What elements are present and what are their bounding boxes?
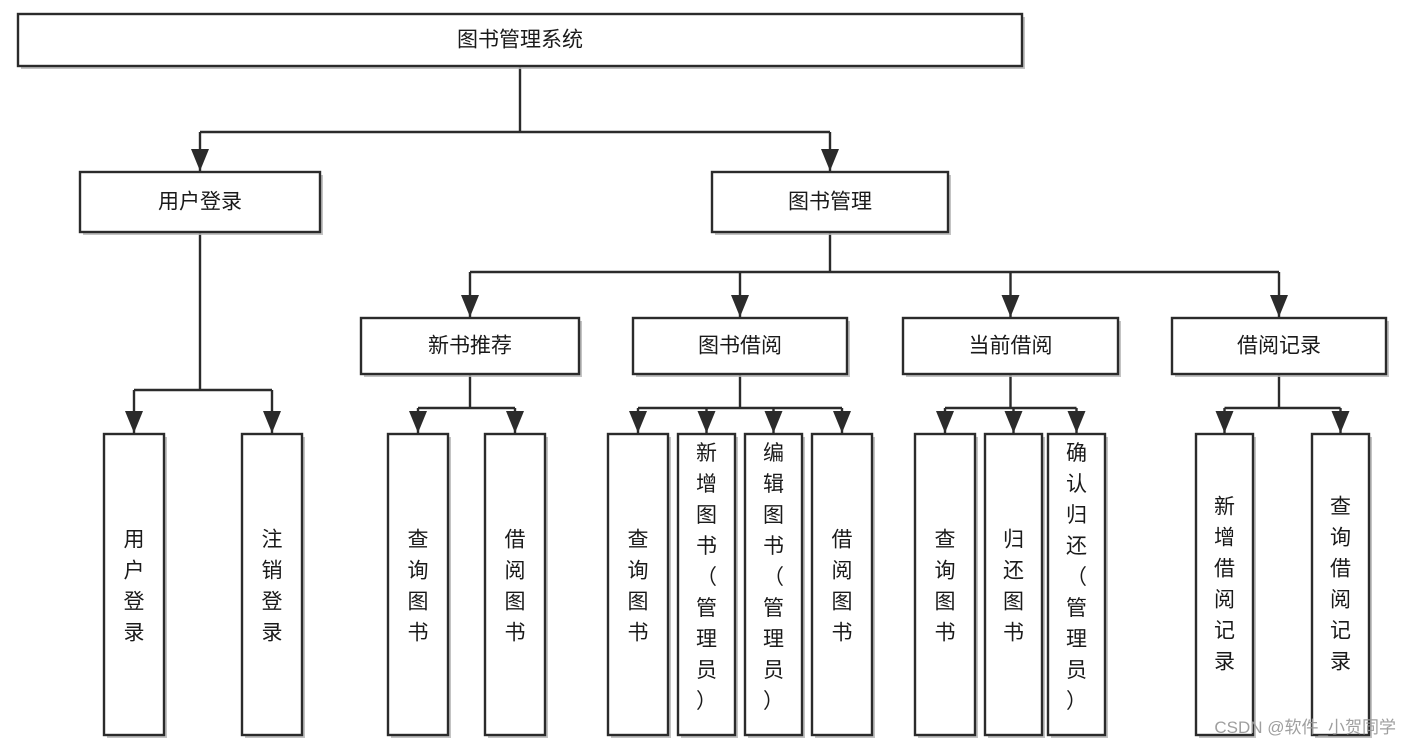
node-leaf-borrow-book-recommend[interactable]: 借阅图书 (483, 432, 548, 738)
node-rect[interactable] (240, 432, 304, 737)
arrow-head-icon (1331, 411, 1350, 433)
arrow-head-icon (409, 411, 427, 433)
node-user-login[interactable]: 用户登录 (78, 170, 323, 235)
node-rect[interactable] (386, 432, 450, 737)
node-leaf-query-book-current[interactable]: 查询图书 (913, 432, 978, 738)
node-rect[interactable] (1310, 432, 1371, 737)
node-rect[interactable] (913, 432, 977, 737)
node-label: 查询图书 (628, 529, 649, 645)
node-new-book-recommend[interactable]: 新书推荐 (359, 316, 582, 377)
node-label: 用户登录 (124, 529, 145, 645)
node-label: 编辑图书（管理员） (763, 442, 784, 713)
node-label: 借阅记录 (1237, 335, 1321, 358)
node-borrow-record[interactable]: 借阅记录 (1170, 316, 1389, 377)
arrow-head-icon (191, 149, 209, 171)
arrow-head-icon (731, 295, 749, 317)
node-label: 查询图书 (408, 529, 429, 645)
node-rect[interactable] (78, 170, 322, 234)
nodes-layer: 图书管理系统用户登录图书管理新书推荐图书借阅当前借阅借阅记录用户登录注销登录查询… (16, 12, 1389, 738)
node-leaf-borrow-book[interactable]: 借阅图书 (810, 432, 875, 738)
arrow-head-icon (1270, 295, 1288, 317)
node-label: 用户登录 (158, 191, 242, 214)
node-rect[interactable] (606, 432, 670, 737)
node-leaf-add-borrow-record[interactable]: 新增借阅记录 (1194, 432, 1256, 738)
connectors-layer (125, 66, 1350, 433)
node-label: 新增图书（管理员） (696, 442, 717, 713)
node-rect[interactable] (710, 170, 950, 234)
arrow-head-icon (125, 411, 143, 433)
node-label: 图书管理 (788, 191, 872, 214)
node-current-borrow[interactable]: 当前借阅 (901, 316, 1121, 377)
node-label: 新书推荐 (428, 335, 512, 358)
node-label: 图书管理系统 (457, 29, 583, 52)
arrow-head-icon (263, 411, 281, 433)
node-leaf-logout-login[interactable]: 注销登录 (240, 432, 305, 738)
node-label: 图书借阅 (698, 335, 782, 358)
node-rect[interactable] (676, 432, 737, 737)
arrow-head-icon (461, 295, 479, 317)
arrow-head-icon (764, 411, 783, 433)
arrow-head-icon (697, 411, 716, 433)
arrow-head-icon (1067, 411, 1086, 433)
node-leaf-query-borrow-record[interactable]: 查询借阅记录 (1310, 432, 1372, 738)
node-label: 注销登录 (262, 529, 283, 645)
node-leaf-add-book-admin[interactable]: 新增图书（管理员） (676, 432, 738, 738)
csdn-watermark: CSDN @软件_小贺同学 (1214, 718, 1396, 737)
node-label: 确认归还（管理员） (1066, 442, 1087, 713)
arrow-head-icon (1001, 295, 1020, 317)
node-label: 查询图书 (935, 529, 956, 645)
node-leaf-query-book-borrow[interactable]: 查询图书 (606, 432, 671, 738)
node-book-borrow[interactable]: 图书借阅 (631, 316, 850, 377)
node-rect[interactable] (1194, 432, 1255, 737)
node-rect[interactable] (810, 432, 874, 737)
node-leaf-return-book[interactable]: 归还图书 (983, 432, 1045, 738)
node-root[interactable]: 图书管理系统 (16, 12, 1025, 69)
node-rect[interactable] (102, 432, 166, 737)
arrow-head-icon (1004, 411, 1023, 433)
node-label: 归还图书 (1003, 529, 1024, 645)
arrow-head-icon (833, 411, 851, 433)
node-leaf-edit-book-admin[interactable]: 编辑图书（管理员） (743, 432, 805, 738)
node-rect[interactable] (983, 432, 1044, 737)
node-rect[interactable] (1170, 316, 1388, 376)
arrow-head-icon (936, 411, 954, 433)
node-rect[interactable] (359, 316, 581, 376)
node-label: 借阅图书 (505, 529, 526, 645)
node-rect[interactable] (901, 316, 1120, 376)
node-book-manage[interactable]: 图书管理 (710, 170, 951, 235)
node-label: 查询借阅记录 (1330, 496, 1351, 674)
node-rect[interactable] (16, 12, 1024, 68)
arrow-head-icon (629, 411, 647, 433)
node-rect[interactable] (1046, 432, 1107, 737)
node-rect[interactable] (743, 432, 804, 737)
arrow-head-icon (821, 149, 839, 171)
node-leaf-query-book-recommend[interactable]: 查询图书 (386, 432, 451, 738)
node-label: 新增借阅记录 (1214, 496, 1235, 674)
node-leaf-confirm-return-admin[interactable]: 确认归还（管理员） (1046, 432, 1108, 738)
arrow-head-icon (1215, 411, 1234, 433)
node-leaf-user-login[interactable]: 用户登录 (102, 432, 167, 738)
arrow-head-icon (506, 411, 524, 433)
node-rect[interactable] (483, 432, 547, 737)
node-label: 借阅图书 (832, 529, 853, 645)
node-label: 当前借阅 (969, 335, 1053, 358)
node-rect[interactable] (631, 316, 849, 376)
